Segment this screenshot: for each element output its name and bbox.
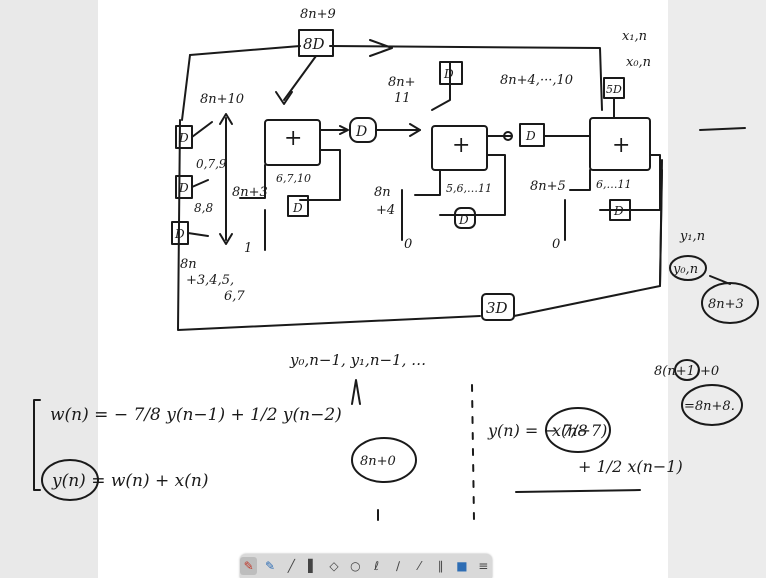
top-delay-label: 8D	[303, 35, 325, 53]
shapes-icon[interactable]: ○	[347, 557, 364, 575]
seq-1: 0,7,9	[196, 157, 227, 171]
d-box-1: D	[292, 201, 303, 215]
menu-icon[interactable]: ≡	[475, 557, 492, 575]
d-box-4: D	[613, 204, 624, 218]
zero-2: 0	[552, 237, 560, 252]
bottom-left-seq2: 6,7	[224, 289, 245, 304]
circle-bottom-label: 8n+0	[360, 454, 396, 469]
highlighter-icon[interactable]: ▌	[304, 557, 321, 575]
drawing-toolbar: ✎ ✎ ╱ ▌ ◇ ○ ℓ ∕ ⁄ ∥ ■ ≡	[240, 554, 492, 578]
adder3-sign: +	[612, 133, 630, 158]
adder1-input-label: 8n+3	[232, 185, 268, 200]
right-count: 8n+4,···,10	[500, 73, 573, 88]
x1n-label: x₁,n	[622, 29, 647, 44]
seq-2: 8,8	[194, 201, 213, 215]
y0n-label: y₀,n	[672, 262, 698, 277]
mid-count: 8n+	[388, 75, 416, 90]
loop-3d-label: 3D	[486, 299, 508, 317]
equation-y2-c: + 1/2 x(n−1)	[578, 457, 683, 476]
d-top-mid: D	[443, 67, 454, 81]
d-right-top: 5D	[606, 83, 622, 96]
pen-thin-icon[interactable]: ∕	[389, 557, 406, 575]
bottom-left-seq: +3,4,5,	[186, 273, 234, 288]
y-stream-label: y₀,n−1, y₁,n−1, …	[289, 351, 426, 369]
y1n-label: y₁,n	[679, 229, 705, 244]
adder1-loop-label: 6,7,10	[276, 172, 311, 185]
adder1-sign: +	[284, 126, 302, 151]
d-circle: D	[355, 124, 367, 140]
left-count: 8n+10	[200, 92, 244, 107]
pen-dark-icon[interactable]: ⁄	[411, 557, 428, 575]
adder3-input: 8n+5	[530, 179, 566, 194]
pen-blue-icon[interactable]: ✎	[261, 557, 278, 575]
d-left-3: D	[174, 227, 185, 241]
d-left-2: D	[178, 181, 189, 195]
d-box-2: D	[525, 129, 536, 143]
color-box-icon[interactable]: ■	[453, 557, 470, 575]
pen-black-icon[interactable]: ╱	[283, 557, 300, 575]
adder2-loop: 5,6,…11	[446, 182, 492, 195]
adder2-sign: +	[452, 133, 470, 158]
adder2-input: 8n	[374, 185, 391, 200]
zero-1: 0	[404, 237, 412, 252]
top-delay-count: 8n+9	[300, 7, 336, 22]
equation-y2-b: x(n−7)	[552, 421, 607, 440]
right-circle-label: 8n+3	[708, 297, 744, 312]
equation-y: y(n) = w(n) + x(n)	[51, 471, 209, 491]
eraser-icon[interactable]: ◇	[325, 557, 342, 575]
lasso-icon[interactable]: ℓ	[368, 557, 385, 575]
right-eq1: 8(n+1)+0	[654, 364, 719, 379]
adder2-input2: +4	[376, 203, 395, 218]
one-label: 1	[244, 241, 252, 256]
bottom-left-count: 8n	[180, 257, 197, 272]
equation-w: w(n) = − 7/8 y(n−1) + 1/2 y(n−2)	[50, 405, 342, 425]
right-eq2: =8n+8.	[684, 399, 735, 414]
pen-red-icon[interactable]: ✎	[240, 557, 257, 575]
adder3-loop: 6,…11	[596, 178, 632, 191]
line-icon[interactable]: ∥	[432, 557, 449, 575]
x0n-label: x₀,n	[626, 55, 651, 70]
d-left-1: D	[178, 131, 189, 145]
mid-count2: 11	[394, 91, 411, 106]
d-box-3: D	[458, 213, 469, 227]
top-arrow	[370, 40, 392, 56]
